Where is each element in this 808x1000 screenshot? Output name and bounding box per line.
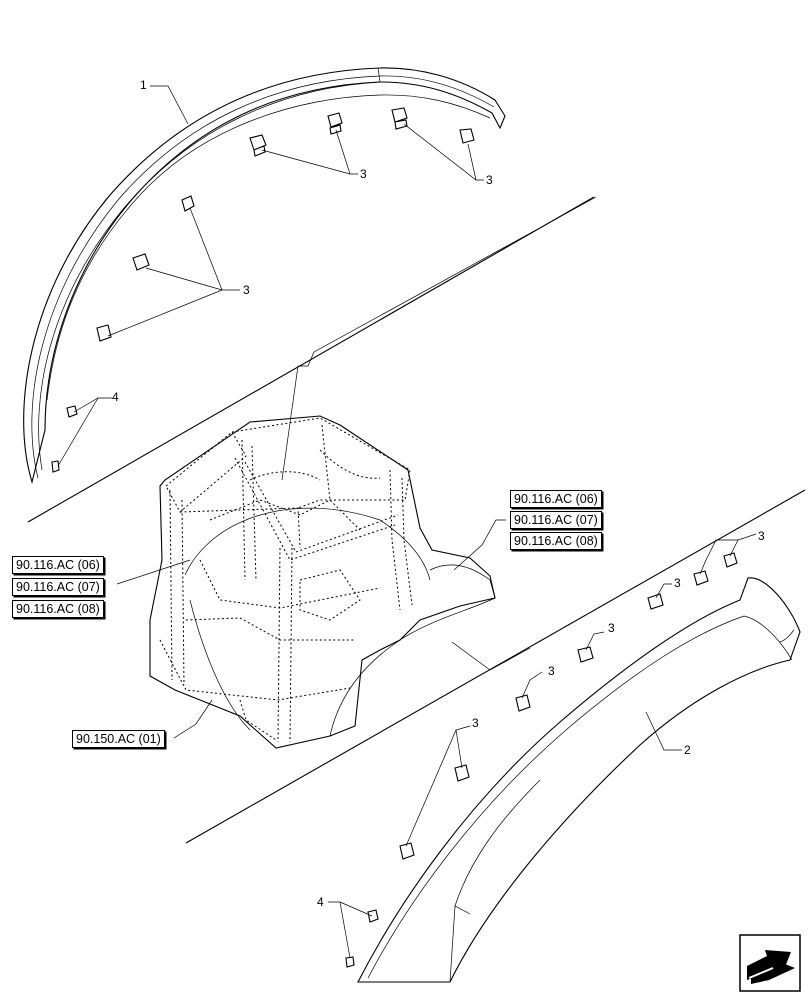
clip-shape [647, 593, 664, 610]
clip-shape [459, 128, 475, 144]
clip-shape [391, 107, 408, 130]
clip-shape [399, 842, 415, 860]
lower-fender [357, 577, 801, 983]
ref-link[interactable]: 90.116.AC (08) [12, 600, 104, 618]
ref-link[interactable]: 90.150.AC (01) [72, 730, 165, 748]
clip-shape [249, 134, 267, 157]
ref-link[interactable]: 90.116.AC (06) [510, 490, 602, 508]
ref-link[interactable]: 90.116.AC (08) [510, 532, 602, 550]
cab-leaders [116, 196, 597, 739]
next-page-arrow-icon[interactable] [739, 934, 801, 992]
upper-leaders [57, 85, 484, 467]
clip-shape [96, 324, 112, 342]
upper-clips [51, 107, 475, 473]
separator-line-bottom [185, 489, 806, 844]
callout-clip-3: 3 [360, 167, 367, 181]
cab-assembly [149, 415, 496, 749]
callout-clip-3: 3 [758, 529, 765, 543]
callout-clip-3: 3 [608, 621, 615, 635]
clip-shape [327, 112, 343, 135]
callout-clip-3: 3 [674, 576, 681, 590]
clip-shape [51, 460, 60, 473]
callout-part-1: 1 [140, 78, 147, 92]
callout-clip-3: 3 [548, 664, 555, 678]
callout-clip-3: 3 [243, 283, 250, 297]
ref-link[interactable]: 90.116.AC (07) [510, 511, 602, 529]
clip-shape [454, 764, 470, 782]
clip-shape [515, 694, 531, 712]
ref-link[interactable]: 90.116.AC (07) [12, 578, 104, 596]
clip-shape [367, 909, 379, 923]
ref-link[interactable]: 90.116.AC (06) [12, 556, 104, 574]
callout-part-2: 2 [684, 743, 691, 757]
callout-clip-4: 4 [317, 895, 324, 909]
callout-clip-3: 3 [472, 716, 479, 730]
lower-leaders [328, 533, 757, 959]
clip-shape [132, 253, 150, 271]
upper-fender [23, 67, 506, 485]
clip-shape [577, 646, 594, 663]
clip-shape [693, 570, 709, 586]
clip-shape [181, 195, 195, 212]
callout-clip-4: 4 [112, 390, 119, 404]
clip-shape [66, 405, 78, 418]
callout-clip-3: 3 [486, 173, 493, 187]
clip-shape [345, 956, 355, 968]
lower-clips [345, 552, 738, 968]
